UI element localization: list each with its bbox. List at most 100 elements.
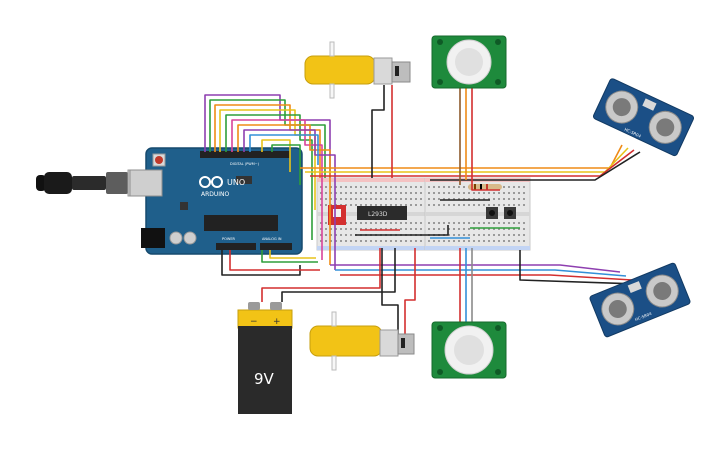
breadboard-hole: [355, 186, 357, 188]
breadboard-hole: [355, 222, 357, 224]
breadboard-hole: [395, 198, 397, 200]
breadboard-hole: [473, 192, 475, 194]
breadboard-hole: [350, 198, 352, 200]
breadboard-hole: [433, 192, 435, 194]
breadboard-hole: [453, 186, 455, 188]
breadboard-hole: [518, 186, 520, 188]
breadboard-hole: [325, 228, 327, 230]
breadboard-hole: [508, 240, 510, 242]
breadboard-hole: [320, 222, 322, 224]
breadboard-hole: [415, 192, 417, 194]
breadboard-hole: [390, 240, 392, 242]
breadboard-hole: [385, 192, 387, 194]
breadboard-hole: [335, 234, 337, 236]
breadboard-hole: [335, 198, 337, 200]
board-analog-header-label: ANALOG IN: [262, 237, 282, 241]
breadboard-hole: [375, 204, 377, 206]
breadboard-hole: [350, 192, 352, 194]
breadboard-hole: [325, 192, 327, 194]
breadboard-hole: [400, 204, 402, 206]
breadboard-hole: [483, 240, 485, 242]
breadboard-hole: [463, 240, 465, 242]
breadboard-hole: [513, 240, 515, 242]
breadboard-hole: [360, 192, 362, 194]
breadboard-hole: [463, 228, 465, 230]
breadboard-hole: [453, 222, 455, 224]
breadboard-hole: [320, 234, 322, 236]
breadboard-hole: [350, 228, 352, 230]
breadboard-hole: [498, 204, 500, 206]
breadboard-hole: [390, 192, 392, 194]
breadboard-hole: [503, 228, 505, 230]
breadboard-hole: [483, 192, 485, 194]
breadboard-hole: [503, 186, 505, 188]
breadboard-hole: [518, 240, 520, 242]
breadboard-hole: [340, 234, 342, 236]
breadboard-hole: [415, 204, 417, 206]
breadboard-hole: [385, 198, 387, 200]
breadboard-hole: [415, 228, 417, 230]
breadboard-hole: [370, 192, 372, 194]
breadboard-hole: [415, 198, 417, 200]
breadboard-hole: [443, 240, 445, 242]
breadboard-hole: [468, 240, 470, 242]
breadboard-hole: [375, 222, 377, 224]
breadboard-hole: [433, 198, 435, 200]
breadboard-hole: [350, 204, 352, 206]
breadboard-hole: [493, 198, 495, 200]
breadboard-hole: [330, 198, 332, 200]
board-brand: ARDUINO: [201, 191, 230, 198]
breadboard-hole: [428, 198, 430, 200]
breadboard-hole: [488, 192, 490, 194]
slide-switch: [328, 205, 346, 225]
breadboard-hole: [330, 234, 332, 236]
breadboard-hole: [448, 192, 450, 194]
breadboard-hole: [488, 240, 490, 242]
pushbutton-right: [504, 207, 516, 219]
breadboard-hole: [410, 192, 412, 194]
breadboard-hole: [478, 222, 480, 224]
breadboard-hole: [523, 192, 525, 194]
breadboard-hole: [438, 186, 440, 188]
breadboard-hole: [438, 240, 440, 242]
breadboard-hole: [420, 204, 422, 206]
breadboard-hole: [405, 240, 407, 242]
breadboard-hole: [498, 192, 500, 194]
breadboard-hole: [443, 204, 445, 206]
breadboard-hole: [365, 198, 367, 200]
breadboard-hole: [420, 198, 422, 200]
breadboard-hole: [503, 198, 505, 200]
breadboard-hole: [443, 222, 445, 224]
breadboard-hole: [428, 192, 430, 194]
pir-sensor-bottom: [431, 321, 507, 379]
breadboard-hole: [458, 234, 460, 236]
breadboard-hole: [325, 198, 327, 200]
breadboard-hole: [325, 240, 327, 242]
breadboard-hole: [405, 222, 407, 224]
breadboard-hole: [415, 222, 417, 224]
breadboard-hole: [523, 222, 525, 224]
breadboard-hole: [428, 240, 430, 242]
breadboard-hole: [513, 186, 515, 188]
breadboard-hole: [518, 198, 520, 200]
breadboard-hole: [385, 204, 387, 206]
breadboard-hole: [513, 234, 515, 236]
breadboard-hole: [325, 204, 327, 206]
breadboard-hole: [458, 192, 460, 194]
breadboard-hole: [395, 192, 397, 194]
wires: [204, 85, 641, 335]
breadboard-hole: [518, 228, 520, 230]
breadboard-hole: [463, 234, 465, 236]
breadboard-hole: [468, 222, 470, 224]
breadboard-hole: [360, 222, 362, 224]
breadboard-hole: [458, 228, 460, 230]
breadboard-hole: [395, 186, 397, 188]
breadboard-hole: [370, 240, 372, 242]
breadboard-hole: [433, 204, 435, 206]
breadboard-hole: [438, 204, 440, 206]
breadboard-hole: [335, 240, 337, 242]
breadboard-hole: [488, 234, 490, 236]
breadboard-hole: [493, 204, 495, 206]
breadboard-hole: [325, 234, 327, 236]
board-model: UNO: [227, 178, 245, 187]
